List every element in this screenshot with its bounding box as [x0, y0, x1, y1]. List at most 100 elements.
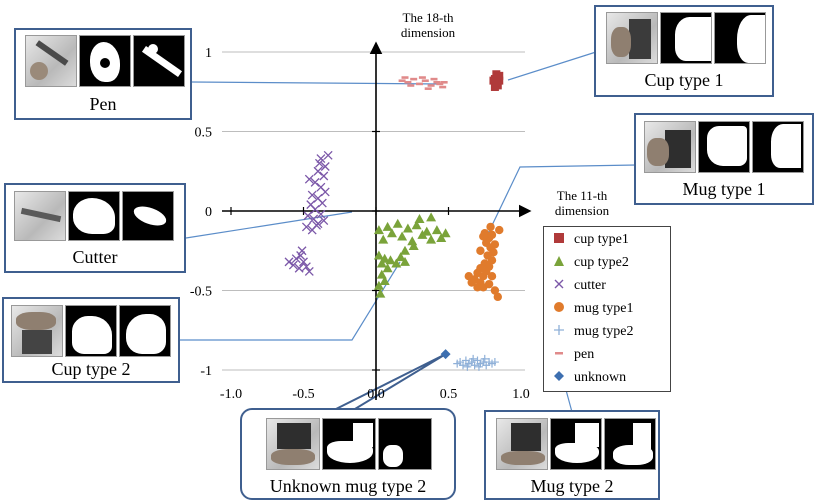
- y-tick-label: -0.5: [190, 285, 212, 300]
- y-axis-title-line-1: The 18-th: [402, 10, 454, 25]
- point-pen: [440, 81, 448, 84]
- cup2-mask-image: [119, 305, 171, 357]
- point-pen: [427, 84, 435, 87]
- point-cup-type1: [495, 71, 504, 80]
- point-cup-type2: [397, 231, 408, 241]
- legend: cup type1 cup type2 cutter mug type1 mug…: [543, 226, 671, 392]
- point-cutter: [319, 171, 329, 181]
- point-cup-type2: [376, 269, 387, 279]
- point-cup-type2: [411, 220, 422, 230]
- point-cup-type2: [382, 221, 393, 231]
- cutter-mask-image: [122, 191, 174, 241]
- legend-label: cutter: [574, 278, 606, 293]
- point-cutter: [294, 263, 304, 273]
- callout-cup-type1: Cup type 1: [594, 5, 774, 97]
- cup1-silhouette-image: [660, 12, 712, 64]
- point-cup-type2: [436, 233, 447, 243]
- point-cutter: [301, 262, 311, 272]
- callout-cutter: Cutter: [4, 183, 186, 273]
- point-cutter: [284, 257, 294, 267]
- callout-label-cutter: Cutter: [72, 247, 118, 267]
- legend-label: cup type2: [574, 255, 629, 270]
- point-mug-type2: [480, 354, 489, 363]
- point-cutter: [320, 187, 330, 197]
- leader-cup1: [507, 51, 597, 81]
- point-pen: [430, 77, 438, 81]
- pen-silhouette-image: [79, 35, 131, 87]
- leader-pen: [191, 81, 441, 85]
- legend-item-mug-type2: mug type2: [550, 322, 634, 342]
- point-cup-type2: [408, 240, 419, 250]
- cutter-silhouette-image: [68, 191, 120, 241]
- callout-mug-type2: Mug type 2: [484, 410, 660, 500]
- point-mug-type1: [484, 279, 494, 289]
- point-cutter: [301, 222, 311, 232]
- callout-cup-type2: Cup type 2: [2, 297, 180, 383]
- point-cup-type2: [400, 245, 410, 255]
- point-mug-type1: [464, 271, 473, 281]
- point-mug-type1: [479, 232, 488, 241]
- point-mug-type2: [463, 362, 472, 371]
- leader-cup2: [180, 261, 401, 341]
- point-mug-type1: [493, 292, 502, 302]
- y-tick-label: 1: [205, 46, 212, 61]
- point-cup-type2: [391, 258, 402, 268]
- cup1-camera-image: [606, 12, 658, 64]
- mug1-camera-image: [644, 121, 696, 173]
- data-points: [284, 70, 504, 371]
- callout-label-pen: Pen: [89, 94, 117, 114]
- point-cup-type2: [395, 252, 406, 262]
- callout-label-cup-type1: Cup type 1: [644, 70, 724, 90]
- x-axis-title-line-2: dimension: [554, 203, 610, 218]
- y-tick-label: -1: [200, 364, 212, 379]
- x-tick-label: 0.5: [440, 387, 458, 402]
- point-cutter: [319, 216, 329, 225]
- x-tick-label: 0.0: [367, 387, 385, 402]
- point-mug-type2: [453, 359, 462, 368]
- point-cup-type2: [400, 256, 410, 266]
- x-marker-icon: [550, 278, 568, 295]
- point-cutter: [304, 174, 314, 184]
- point-pen: [436, 82, 444, 86]
- point-pen: [410, 77, 418, 81]
- cup2-camera-image: [11, 305, 63, 357]
- point-cup-type2: [417, 229, 428, 239]
- y-tick-label: 0.5: [195, 126, 213, 141]
- legend-label: mug type2: [574, 324, 634, 339]
- point-pen: [401, 76, 409, 79]
- callout-label-unknown: Unknown mug type 2: [269, 476, 427, 496]
- x-tick-label: -1.0: [220, 387, 242, 402]
- point-mug-type2: [469, 354, 478, 363]
- point-cup-type2: [379, 275, 390, 285]
- point-cutter: [304, 266, 314, 276]
- point-cup-type2: [376, 258, 387, 268]
- point-cutter: [316, 209, 326, 219]
- point-mug-type1: [487, 230, 497, 240]
- point-mug-type1: [487, 256, 497, 265]
- point-cup-type2: [440, 228, 451, 238]
- leader-unknown: [329, 353, 447, 413]
- callout-unknown-mug-type2: Unknown mug type 2: [240, 408, 456, 500]
- mug1-silhouette-image: [698, 121, 750, 173]
- callout-label-cup-type2: Cup type 2: [51, 359, 131, 379]
- point-mug-type2: [459, 361, 467, 370]
- cutter-camera-image: [14, 191, 66, 241]
- point-cutter: [310, 177, 320, 187]
- point-cup-type2: [373, 250, 384, 260]
- point-mug-type2: [490, 358, 499, 367]
- point-cutter: [288, 260, 298, 270]
- legend-item-pen: pen: [550, 345, 594, 365]
- legend-item-cup-type1: cup type1: [550, 230, 629, 250]
- point-cutter: [310, 204, 320, 214]
- point-mug-type1: [482, 267, 491, 276]
- point-cup-type2: [375, 288, 386, 298]
- x-tick-label: -0.5: [292, 387, 314, 402]
- legend-item-mug-type1: mug type1: [550, 299, 634, 319]
- leader-lines: [180, 51, 637, 413]
- callout-label-mug-type1: Mug type 1: [682, 179, 766, 199]
- point-cup-type2: [386, 228, 397, 238]
- mug2-silhouette-image: [550, 418, 602, 470]
- cup2-silhouette-image: [65, 305, 117, 357]
